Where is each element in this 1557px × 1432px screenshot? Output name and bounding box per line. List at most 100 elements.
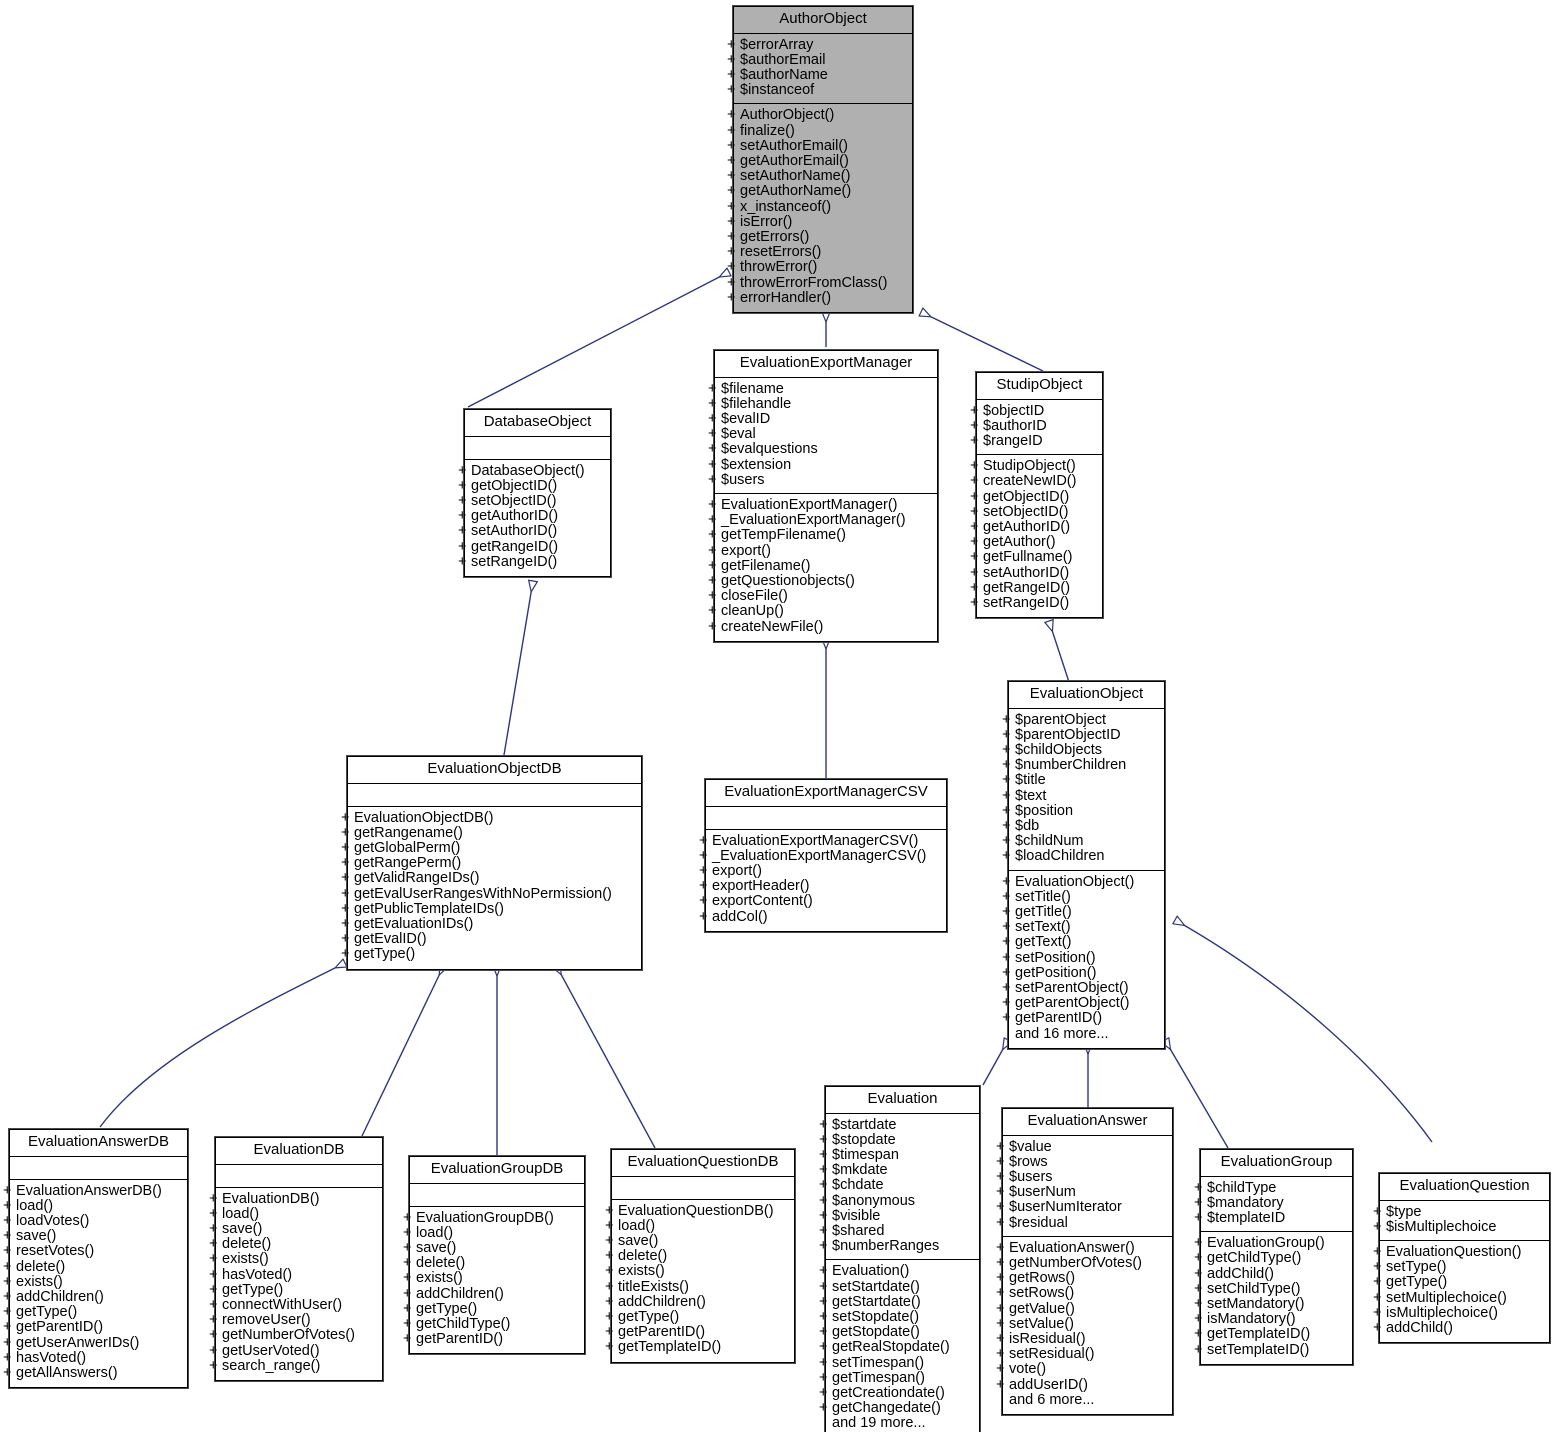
class-box-evaluation-answer[interactable]: EvaluationAnswer +$value+$rows+$users+$u… [996,1106,1174,1417]
class-title-author-object: AuthorObject [734,7,912,34]
class-member: +getAllAnswers() [3,1365,118,1382]
class-member: +isMandatory() [1194,1311,1296,1328]
class-member: +$templateID [1194,1210,1286,1226]
class-member: +exists() [209,1251,269,1268]
class-member: +getRangeID() [458,538,559,555]
class-member: +getChildType() [1194,1250,1302,1267]
class-member: and 19 more... [832,1415,926,1432]
class-member: +getType() [341,946,416,963]
class-title-evaluation-question-db: EvaluationQuestionDB [612,1150,794,1177]
class-title-evaluation-answer-db: EvaluationAnswerDB [10,1130,187,1157]
edge-evaluationquestion-evaluationobject [1175,920,1433,1143]
class-box-evaluation-group-db[interactable]: EvaluationGroupDB +EvaluationGroupDB()+l… [403,1154,586,1356]
class-member: +$errorArray [727,36,814,53]
class-member: +errorHandler() [727,289,832,306]
class-member: +addChild() [1373,1320,1453,1337]
class-member: +getRangeID() [970,579,1071,596]
class-member: +$authorName [727,67,828,83]
class-member: +delete() [209,1236,272,1253]
class-member: +load() [403,1224,454,1241]
class-box-evaluation-group[interactable]: EvaluationGroup +$childType+$mandatory+$… [1194,1148,1354,1366]
class-box-evaluation-export-manager-csv[interactable]: EvaluationExportManagerCSV +EvaluationEx… [699,778,948,933]
class-operations-evaluation-object: +EvaluationObject()+setTitle()+getTitle(… [1002,871,1164,1048]
class-member: +setMultiplechoice() [1373,1289,1507,1306]
class-member: +isResidual() [996,1331,1086,1348]
class-box-evaluation-question-db[interactable]: EvaluationQuestionDB +EvaluationQuestion… [605,1148,796,1364]
class-member: +$rows [996,1153,1048,1170]
class-member: +setType() [1373,1259,1447,1276]
class-box-database-object[interactable]: DatabaseObject +DatabaseObject()+getObje… [458,407,612,579]
class-box-evaluation[interactable]: Evaluation +$startdate+$stopdate+$timesp… [819,1085,981,1432]
class-member: +EvaluationExportManager() [708,497,898,514]
class-attributes-evaluation-question-db [612,1177,794,1200]
class-member: +getFullname() [970,549,1073,566]
class-box-studip-object[interactable]: StudipObject +$objectID+$authorID+$range… [970,370,1104,620]
class-member: +delete() [605,1248,668,1265]
class-operations-evaluation-object-db: +EvaluationObjectDB()+getRangename()+get… [341,807,641,969]
class-member: +setTemplateID() [1194,1341,1310,1358]
class-member: +EvaluationAnswer() [996,1239,1135,1256]
class-box-evaluation-export-manager[interactable]: EvaluationExportManager +$filename+$file… [708,349,939,643]
class-member: +EvaluationObjectDB() [341,809,494,826]
class-operations-evaluation-db: +EvaluationDB()+load()+save()+delete()+e… [209,1188,382,1380]
class-operations-evaluation-export-manager-csv: +EvaluationExportManagerCSV()+_Evaluatio… [699,830,946,931]
class-title-studip-object: StudipObject [977,373,1102,400]
class-member: +$numberChildren [1002,757,1127,774]
class-member: +exportContent() [699,893,813,910]
class-member: +$filename [708,380,784,397]
class-member: +$loadChildren [1002,848,1105,865]
class-member: +$stopdate [819,1131,896,1148]
class-member: +getAuthorID() [970,519,1071,536]
class-member: +isError() [727,213,793,230]
class-member: +$isMultiplechoice [1373,1218,1497,1235]
class-box-evaluation-question[interactable]: EvaluationQuestion +$type+$isMultiplecho… [1373,1171,1551,1345]
class-member: +export() [699,863,762,879]
class-member: +throwErrorFromClass() [727,274,888,291]
class-member: +setAuthorName() [727,168,851,185]
class-member: +load() [3,1197,54,1214]
class-member: +exportHeader() [699,878,810,895]
class-member: +resetErrors() [727,244,822,261]
class-member: +$type [1373,1203,1422,1220]
class-box-evaluation-db[interactable]: EvaluationDB +EvaluationDB()+load()+save… [209,1135,384,1383]
class-member: +getTempFilename() [708,527,846,544]
class-title-evaluation-object-db: EvaluationObjectDB [348,757,641,784]
class-member: +setPosition() [1002,949,1096,966]
class-member: +getType() [1373,1274,1448,1291]
class-member: and 6 more... [1009,1391,1095,1408]
class-member: +delete() [403,1255,466,1272]
class-member: +setObjectID() [458,493,557,509]
class-operations-evaluation-group: +EvaluationGroup()+getChildType()+addChi… [1194,1232,1352,1364]
class-operations-studip-object: +StudipObject()+createNewID()+getObjectI… [970,455,1102,617]
class-title-evaluation-group: EvaluationGroup [1201,1150,1352,1177]
class-attributes-studip-object: +$objectID+$authorID+$rangeID [970,400,1102,456]
class-member: +hasVoted() [209,1266,293,1283]
class-member: +getParentID() [1002,1010,1103,1027]
class-box-author-object[interactable]: AuthorObject +$errorArray+$authorEmail+$… [727,4,914,315]
class-member: +addCol() [699,908,768,925]
class-member: +setRows() [996,1285,1075,1302]
class-title-database-object: DatabaseObject [465,410,610,437]
class-member: +$authorID [970,417,1047,434]
class-member: +exists() [403,1270,463,1287]
class-attributes-evaluation-export-manager-csv [706,807,946,830]
class-box-evaluation-object-db[interactable]: EvaluationObjectDB +EvaluationObjectDB()… [341,755,643,971]
class-member: +getFilename() [708,557,811,574]
edge-databaseobject-authorobject [467,272,729,408]
class-member: +setValue() [996,1315,1075,1332]
class-box-evaluation-answer-db[interactable]: EvaluationAnswerDB +EvaluationAnswerDB()… [3,1127,189,1390]
class-member: +setMandatory() [1194,1296,1305,1313]
class-operations-evaluation-question: +EvaluationQuestion()+setType()+getType(… [1373,1241,1549,1342]
class-member: +getTimespan() [819,1369,925,1386]
class-member: +DatabaseObject() [458,462,585,479]
class-box-evaluation-object[interactable]: EvaluationObject +$parentObject+$parentO… [1002,680,1166,1050]
class-member: +delete() [3,1258,66,1275]
class-member: +getStopdate() [819,1324,920,1341]
class-member: +exists() [3,1273,63,1290]
class-member: +getType() [403,1300,478,1317]
class-member: +$parentObject [1002,711,1107,728]
class-member: +setRangeID() [458,553,558,570]
class-title-evaluation-export-manager-csv: EvaluationExportManagerCSV [706,780,946,807]
class-title-evaluation-export-manager: EvaluationExportManager [715,351,937,378]
class-member: +getValue() [996,1300,1075,1317]
